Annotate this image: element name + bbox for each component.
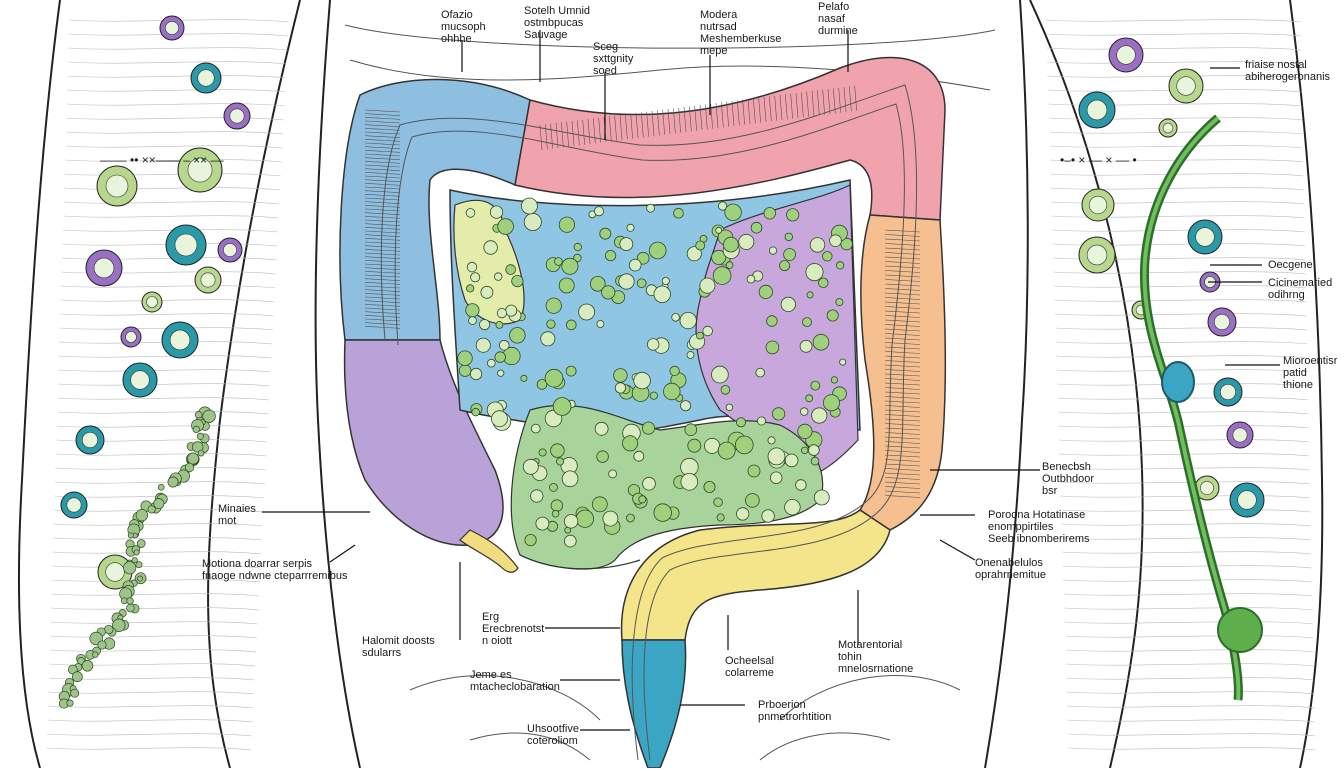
leader-lines [262, 30, 1280, 731]
label-right-mid1: Oecgene [1268, 259, 1313, 271]
side-cell-illustrations [60, 15, 1265, 590]
body-outline [18, 0, 1324, 769]
appendix [459, 529, 519, 573]
rectum [621, 639, 687, 769]
mucosa-cells [457, 197, 853, 548]
right-strip-marks: •–• × –– × –– • [1060, 153, 1137, 167]
right-vessel [1139, 114, 1263, 701]
left-strip-marks: –––– •• ××—— – ×× –– [100, 153, 224, 167]
left-bacteria-chain [58, 406, 216, 709]
colon [339, 56, 947, 769]
ascending-colon [339, 78, 531, 341]
colon-haustra [364, 85, 921, 498]
